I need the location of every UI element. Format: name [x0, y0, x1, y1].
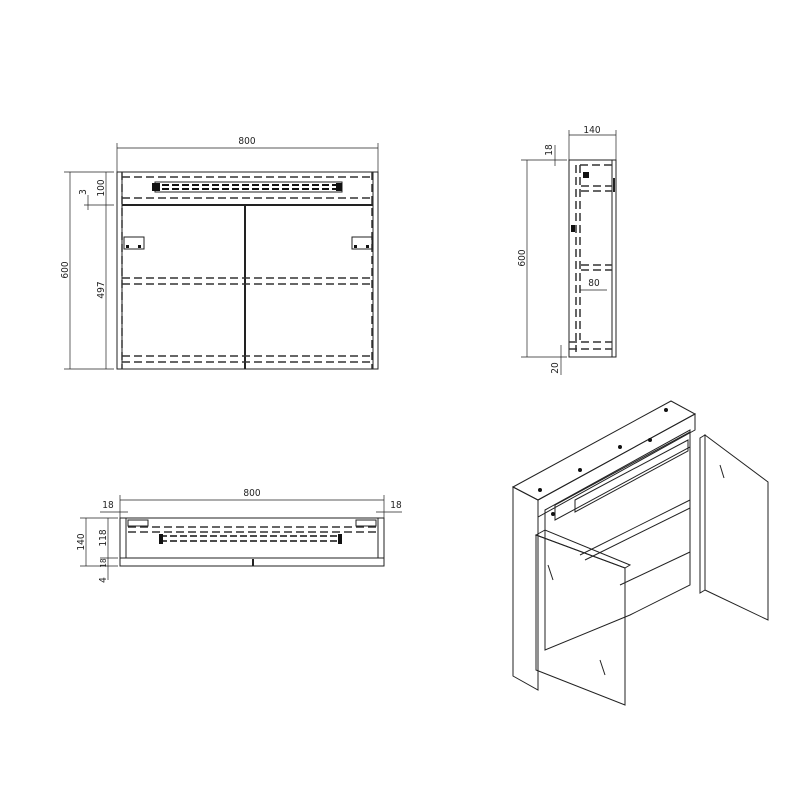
light-bar	[152, 181, 343, 193]
dim-side-bottom: 20	[550, 362, 561, 374]
dim-front-height: 600	[60, 261, 71, 278]
dim-top-section: 100	[96, 179, 107, 196]
dim-right-side: 18	[390, 500, 402, 511]
dim-top-width: 800	[243, 488, 260, 499]
dim-side-top: 18	[544, 144, 555, 156]
dim-body-depth: 118	[98, 529, 109, 546]
dim-gap: 3	[78, 189, 89, 195]
dim-top-depth: 140	[76, 533, 87, 550]
dim-top-gap: 4	[98, 577, 109, 583]
dim-front-width: 800	[238, 136, 255, 147]
front-view: 800 600 100 3 497	[60, 136, 379, 370]
dim-shelf-depth: 80	[588, 278, 600, 289]
top-view: 800 18 18 140 118 18 4	[76, 488, 402, 583]
dim-side-height: 600	[517, 249, 528, 266]
dim-left-side: 18	[102, 500, 114, 511]
isometric-view	[511, 400, 769, 706]
hinge-right	[351, 236, 373, 250]
dim-side-depth: 140	[583, 125, 600, 136]
dim-door-height: 497	[96, 281, 107, 298]
side-view: 140 18 600 80 20	[517, 125, 617, 375]
dim-door-thickness: 18	[99, 558, 108, 568]
hinge-left	[123, 236, 145, 250]
